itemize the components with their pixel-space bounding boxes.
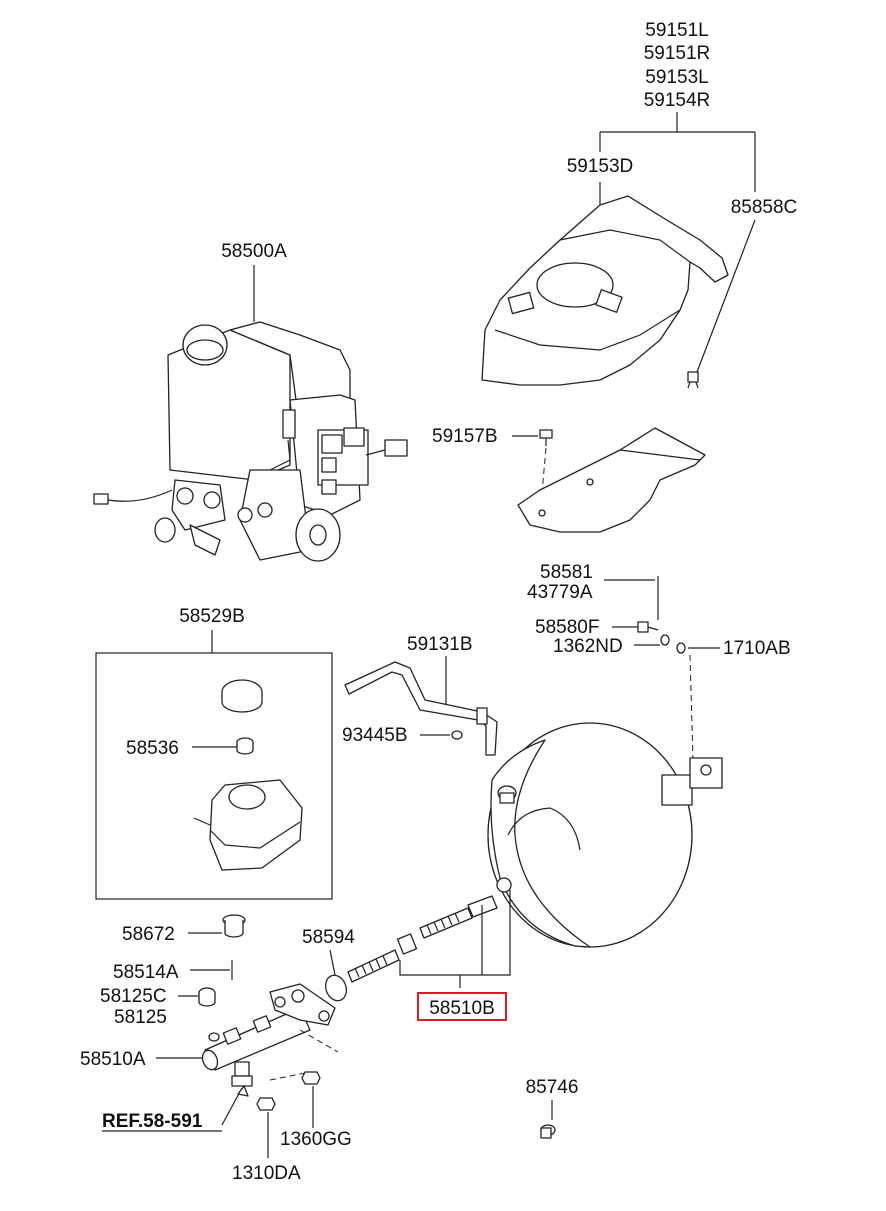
label-85746[interactable]: 85746 xyxy=(526,1077,579,1098)
leader-58510B-bracket xyxy=(399,890,511,988)
heat-shield-59153D xyxy=(481,195,729,386)
dash-clevis xyxy=(689,654,694,761)
label-59151R[interactable]: 59151R xyxy=(644,43,711,64)
washer-1362ND xyxy=(660,634,670,646)
label-58580F[interactable]: 58580F xyxy=(535,617,599,638)
label-1362ND[interactable]: 1362ND xyxy=(553,636,623,657)
label-58125[interactable]: 58125 xyxy=(114,1007,167,1028)
label-59131B[interactable]: 59131B xyxy=(407,634,473,655)
label-58529B[interactable]: 58529B xyxy=(179,606,245,627)
bolt-85858C xyxy=(687,371,699,389)
ref-arrowhead xyxy=(237,1085,249,1097)
vacuum-hose-59131B xyxy=(344,661,498,756)
label-1360GG[interactable]: 1360GG xyxy=(280,1129,352,1150)
dash-cyl-1 xyxy=(299,1029,339,1053)
plug-58125C xyxy=(198,987,216,1007)
label-59153L[interactable]: 59153L xyxy=(645,67,708,88)
label-59157B[interactable]: 59157B xyxy=(432,426,498,447)
label-59154R[interactable]: 59154R xyxy=(644,90,711,111)
label-58536[interactable]: 58536 xyxy=(126,738,179,759)
label-43779A[interactable]: 43779A xyxy=(527,582,593,603)
grommet-58672 xyxy=(222,914,246,938)
label-59151L[interactable]: 59151L xyxy=(645,20,708,41)
label-58672[interactable]: 58672 xyxy=(122,924,175,945)
label-1310DA[interactable]: 1310DA xyxy=(232,1163,301,1184)
label-58510B[interactable]: 58510B xyxy=(429,998,495,1019)
push-rod-parts xyxy=(324,877,512,1002)
nut-1360GG xyxy=(301,1071,321,1085)
strainer-58536 xyxy=(236,737,254,755)
leader-58594 xyxy=(329,949,336,976)
label-58125C[interactable]: 58125C xyxy=(100,986,167,1007)
label-93445B[interactable]: 93445B xyxy=(342,725,408,746)
label-58510A[interactable]: 58510A xyxy=(80,1049,146,1070)
label-58514A[interactable]: 58514A xyxy=(113,962,179,983)
label-85858C[interactable]: 85858C xyxy=(731,197,798,218)
master-cylinder-58510A xyxy=(201,983,336,1071)
pin-1710AB xyxy=(676,642,686,654)
highlight-58510B xyxy=(417,992,507,1021)
brake-booster xyxy=(487,722,723,948)
label-ref-58-591[interactable]: REF.58-591 xyxy=(102,1111,203,1132)
clamp-93445B xyxy=(451,730,463,740)
label-58594[interactable]: 58594 xyxy=(302,927,355,948)
sensor-ref xyxy=(231,1061,253,1087)
dash-59157B xyxy=(539,447,547,516)
hydraulic-unit-58500A xyxy=(93,321,408,562)
nut-1310DA xyxy=(256,1097,276,1111)
reservoir-kit-box xyxy=(95,652,333,900)
label-1710AB[interactable]: 1710AB xyxy=(723,638,791,659)
label-58581[interactable]: 58581 xyxy=(540,562,593,583)
dash-cyl-2 xyxy=(269,1071,311,1081)
label-group-top: 59151L 59151R 59153L 59154R xyxy=(644,20,711,111)
reservoir-cap xyxy=(221,679,263,713)
leader-85858C xyxy=(696,219,756,373)
pin-58580F xyxy=(637,621,659,633)
leader-top-bracket xyxy=(599,112,756,192)
clip-59157B xyxy=(539,429,553,446)
label-59153D[interactable]: 59153D xyxy=(567,156,634,177)
bracket-plate xyxy=(517,427,706,533)
reservoir-tank xyxy=(193,779,303,871)
clip-85746 xyxy=(540,1124,556,1139)
label-58500A[interactable]: 58500A xyxy=(221,241,287,262)
